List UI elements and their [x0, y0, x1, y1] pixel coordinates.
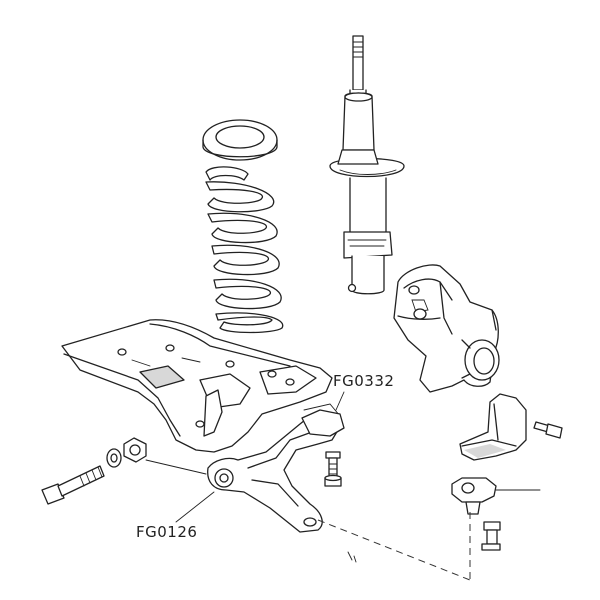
label-fg0332-text: FG0332: [333, 372, 394, 390]
pivot-bolt: [41, 465, 105, 505]
spring-seat-ring: [202, 119, 278, 161]
coil-spring: [205, 166, 284, 334]
crossmember-subframe: [61, 319, 333, 453]
label-fg0332: FG0332: [333, 372, 394, 411]
heat-shield-bracket: [459, 393, 527, 461]
fragment-mark: [347, 551, 357, 563]
bolt-axis-line: [145, 459, 207, 475]
leader-fg0332: [335, 391, 345, 411]
shield-screw: [533, 421, 563, 439]
ball-joint: [451, 477, 497, 515]
steering-knuckle: [393, 264, 500, 393]
label-fg0126: FG0126: [136, 491, 215, 541]
shock-absorber-strut: [329, 35, 405, 295]
assembly-line-lower: [317, 519, 471, 581]
ball-joint-bolt: [481, 521, 501, 551]
bracket-mounting-bolt: [324, 451, 342, 487]
rear-mount-bracket: [301, 409, 345, 437]
pivot-nut: [123, 437, 147, 463]
pivot-washer: [106, 448, 122, 468]
leader-fg0126: [175, 491, 215, 523]
label-fg0126-text: FG0126: [136, 523, 197, 541]
